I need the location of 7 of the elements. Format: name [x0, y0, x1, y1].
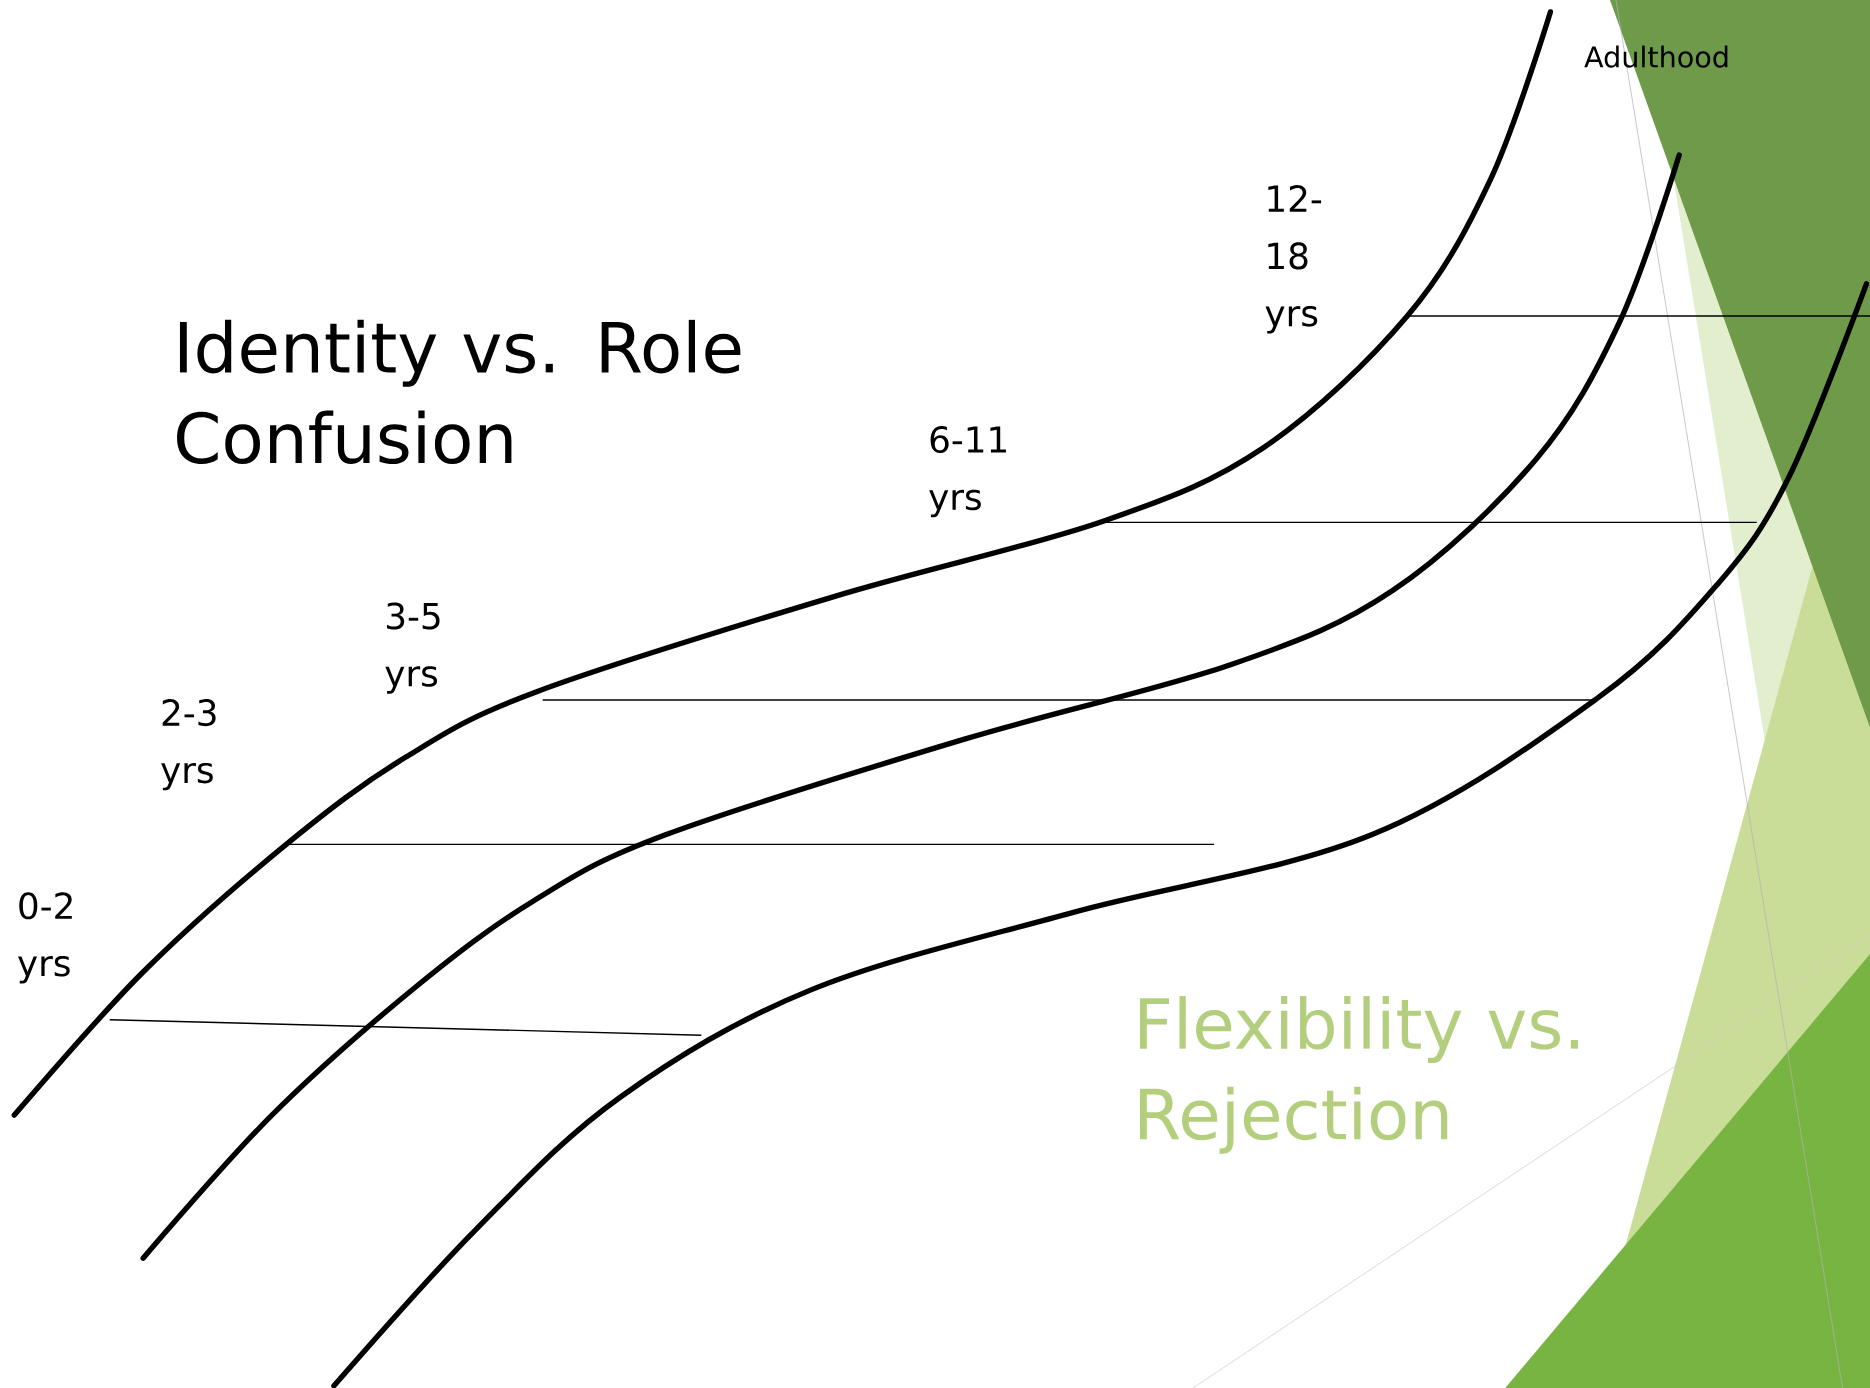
age-label: 0-2 yrs [18, 892, 72, 984]
age-label: 6-11 yrs [929, 425, 1006, 518]
age-label: 2-3 yrs [161, 699, 216, 791]
age-label: 3-5 yrs [385, 602, 440, 694]
age-label: 12- 18 yrs [1265, 185, 1322, 334]
heading: Flexibility vs. Rejection [1140, 995, 1578, 1154]
heading: Identity vs. Role Confusion [177, 319, 741, 464]
